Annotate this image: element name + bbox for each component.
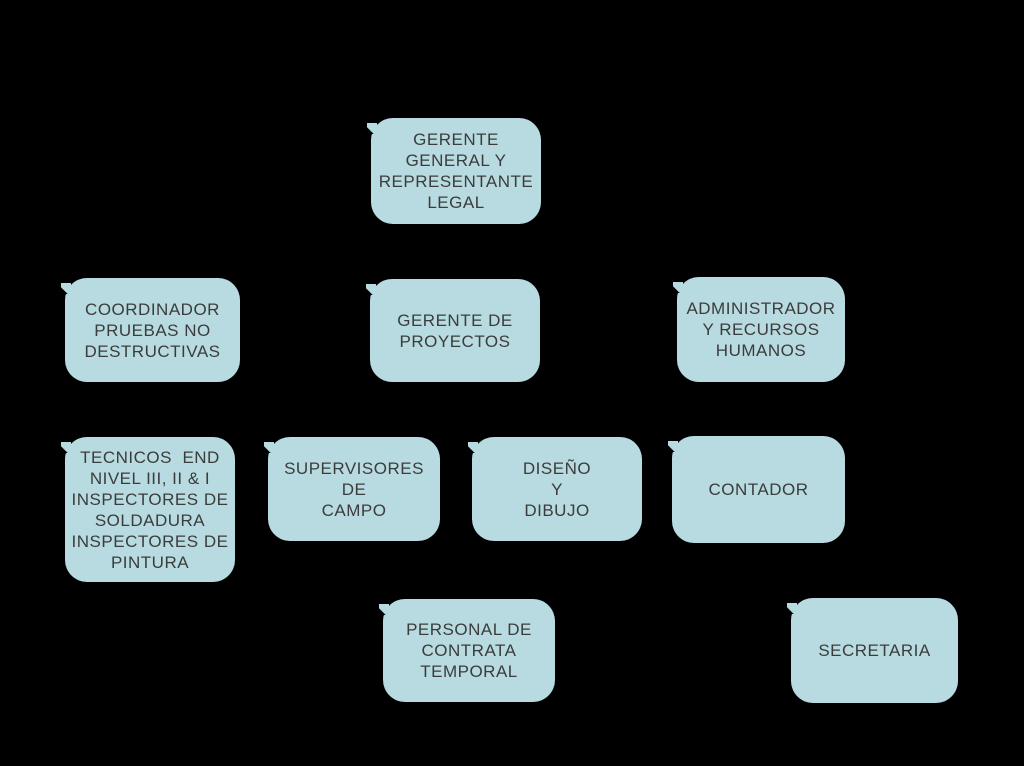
org-box-label: SECRETARIA [818,641,931,660]
org-box-label: SUPERVISORES DE CAMPO [284,458,424,520]
org-box-label: CONTADOR [708,480,809,499]
folded-corner-icon [264,442,274,453]
org-box-gerente-general: GERENTE GENERAL Y REPRESENTANTE LEGAL [367,118,541,224]
org-box-label: DISEÑO Y DIBUJO [522,458,592,520]
org-box-label: PERSONAL DE CONTRATA TEMPORAL [406,620,532,681]
folded-corner-icon [668,441,678,452]
org-box-tecnicos-end-inspectores: TECNICOS END NIVEL III, II & I INSPECTOR… [61,437,235,582]
folded-corner-icon [367,123,377,134]
org-box-label: GERENTE DE PROYECTOS [397,310,513,351]
folded-corner-icon [673,282,683,293]
org-box-label: ADMINISTRADOR Y RECURSOS HUMANOS [686,299,836,360]
org-box-label: TECNICOS END NIVEL III, II & I INSPECTOR… [71,447,229,572]
org-box-label: GERENTE GENERAL Y REPRESENTANTE LEGAL [378,130,534,212]
org-box-diseno-y-dibujo: DISEÑO Y DIBUJO [468,437,642,541]
org-box-contador: CONTADOR [668,436,845,543]
org-box-secretaria: SECRETARIA [787,598,958,703]
folded-corner-icon [787,603,797,614]
folded-corner-icon [61,283,71,294]
org-box-personal-de-contrata-temporal: PERSONAL DE CONTRATA TEMPORAL [379,599,555,702]
folded-corner-icon [379,604,389,615]
org-box-gerente-de-proyectos: GERENTE DE PROYECTOS [366,279,540,382]
org-box-label: COORDINADOR PRUEBAS NO DESTRUCTIVAS [84,299,221,361]
org-box-supervisores-de-campo: SUPERVISORES DE CAMPO [264,437,440,541]
folded-corner-icon [468,442,478,453]
org-box-coordinador-pruebas-no-destructivas: COORDINADOR PRUEBAS NO DESTRUCTIVAS [61,278,240,382]
folded-corner-icon [366,284,376,295]
folded-corner-icon [61,442,71,453]
org-box-administrador-y-recursos-humanos: ADMINISTRADOR Y RECURSOS HUMANOS [673,277,845,382]
